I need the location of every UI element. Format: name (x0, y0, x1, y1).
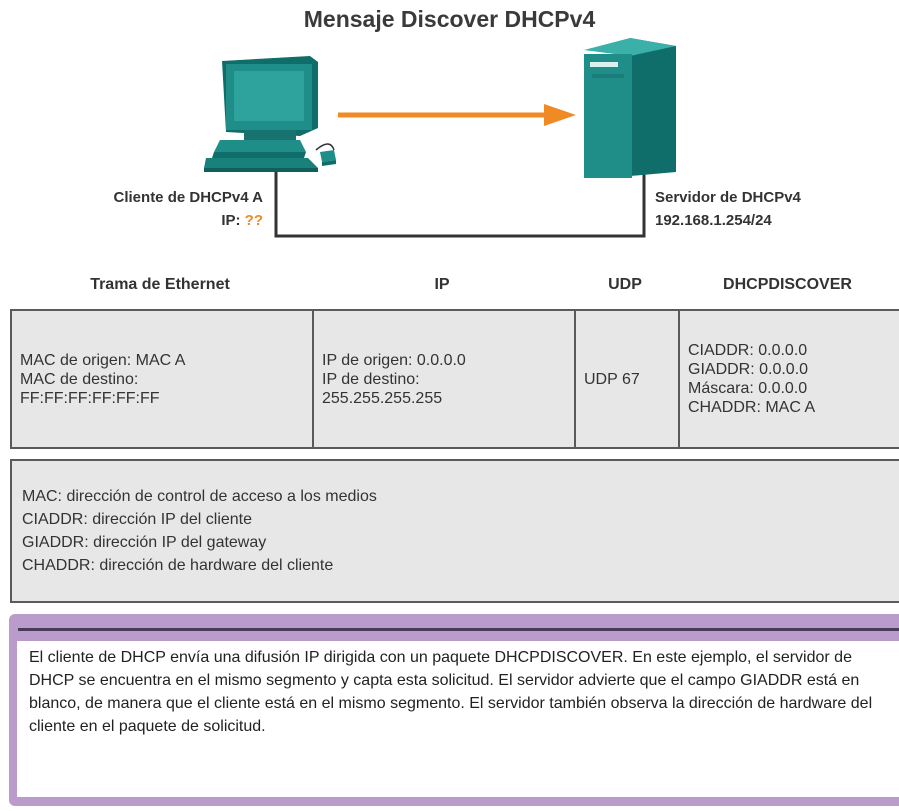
legend-item: MAC: dirección de control de acceso a lo… (22, 488, 377, 505)
client-ip-label: IP: (221, 212, 241, 229)
client-ip: IP: ?? (114, 209, 263, 232)
description-divider (18, 628, 899, 631)
diagram-title: Mensaje Discover DHCPv4 (303, 6, 596, 32)
cell-ethernet: MAC de origen: MAC A MAC de destino: FF:… (12, 311, 312, 447)
ip-line: 255.255.255.255 (322, 389, 443, 407)
cell-udp: UDP 67 (574, 311, 678, 447)
frame-table: MAC de origen: MAC A MAC de destino: FF:… (10, 309, 899, 449)
legend-item: CIADDR: dirección IP del cliente (22, 511, 253, 528)
header-dhcp: DHCPDISCOVER (723, 276, 852, 293)
server-address: 192.168.1.254/24 (655, 212, 772, 229)
legend-item: CHADDR: dirección de hardware del client… (22, 557, 334, 574)
header-ethernet: Trama de Ethernet (90, 276, 230, 293)
client-ip-value: ?? (244, 212, 263, 229)
legend-item: GIADDR: dirección IP del gateway (22, 534, 267, 551)
discover-arrow (338, 104, 576, 126)
server-label: Servidor de DHCPv4 192.168.1.254/24 (655, 186, 801, 232)
client-label: Cliente de DHCPv4 A IP: ?? (114, 186, 263, 232)
dhcp-line: CHADDR: MAC A (688, 399, 816, 416)
header-udp: UDP (608, 276, 642, 293)
description-text: El cliente de DHCP envía una difusión IP… (17, 641, 899, 797)
ethernet-line: MAC de destino: (20, 370, 139, 388)
udp-line: UDP 67 (584, 370, 640, 388)
ip-line: IP de origen: 0.0.0.0 (322, 351, 466, 369)
client-computer-icon (204, 56, 336, 172)
dhcp-line: GIADDR: 0.0.0.0 (688, 361, 809, 378)
ethernet-line: FF:FF:FF:FF:FF:FF (20, 389, 160, 407)
cell-ip: IP de origen: 0.0.0.0 IP de destino: 255… (312, 311, 574, 447)
ip-line: IP de destino: (322, 370, 420, 388)
network-topology (204, 38, 676, 238)
dhcp-line: CIADDR: 0.0.0.0 (688, 342, 808, 359)
ethernet-line: MAC de origen: MAC A (20, 351, 186, 369)
acronym-legend: MAC: dirección de control de acceso a lo… (10, 459, 899, 603)
client-name: Cliente de DHCPv4 A (113, 189, 263, 206)
network-cable (274, 170, 646, 238)
server-icon (584, 38, 676, 178)
dhcp-line: Máscara: 0.0.0.0 (688, 380, 808, 397)
cell-dhcp: CIADDR: 0.0.0.0 GIADDR: 0.0.0.0 Máscara:… (678, 311, 899, 447)
server-name: Servidor de DHCPv4 (655, 189, 801, 206)
header-ip: IP (434, 276, 450, 293)
